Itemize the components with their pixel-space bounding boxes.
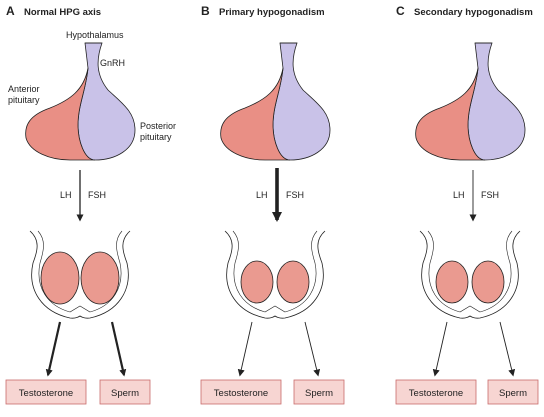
testosterone-arrow [48,322,60,375]
panel-title: Primary hypogonadism [219,7,325,18]
panel-letter: A [6,4,15,18]
lh-label: LH [256,190,268,200]
hypothalamus-label: Hypothalamus [66,30,124,40]
left-testis [436,261,468,303]
testes-group [30,231,130,318]
sperm-label: Sperm [499,388,527,399]
testes-group [225,231,325,318]
scrotum-outline [225,231,325,318]
posterior-pituitary-shape [273,43,330,160]
testosterone-label: Testosterone [214,388,268,399]
left-testis [41,252,79,304]
panel-letter: C [396,4,405,18]
left-testis [241,261,273,303]
sperm-arrow [500,322,513,375]
testosterone-label: Testosterone [19,388,73,399]
posterior-pituitary-label-line2: pituitary [140,132,172,142]
panel-title: Secondary hypogonadism [414,7,533,18]
fsh-label: FSH [481,190,499,200]
pituitary-gland [221,43,330,160]
sperm-arrow [112,322,124,375]
right-testis [81,252,119,304]
scrotum-outline [420,231,520,318]
panel-title: Normal HPG axis [24,7,101,18]
panel-a: A Normal HPG axis Hypothalamus GnRH Ante… [6,4,176,404]
testosterone-arrow [240,322,252,375]
fsh-label: FSH [286,190,304,200]
pituitary-gland [416,43,525,160]
panel-b: B Primary hypogonadism LH FSH Testostero… [201,4,344,404]
sperm-arrow [305,322,318,375]
sperm-label: Sperm [305,388,333,399]
right-testis [472,261,504,303]
anterior-pituitary-label: Anterior [8,84,40,94]
panel-c: C Secondary hypogonadism LH FSH Testoste… [396,4,538,404]
testes-group [420,231,520,318]
posterior-pituitary-label: Posterior [140,121,176,131]
lh-label: LH [453,190,465,200]
posterior-pituitary-shape [468,43,525,160]
anterior-pituitary-label-line2: pituitary [8,95,40,105]
lh-label: LH [60,190,72,200]
right-testis [277,261,309,303]
sperm-label: Sperm [111,388,139,399]
gnrh-label: GnRH [100,58,125,68]
panel-letter: B [201,4,210,18]
fsh-label: FSH [88,190,106,200]
testosterone-label: Testosterone [409,388,463,399]
testosterone-arrow [435,322,447,375]
